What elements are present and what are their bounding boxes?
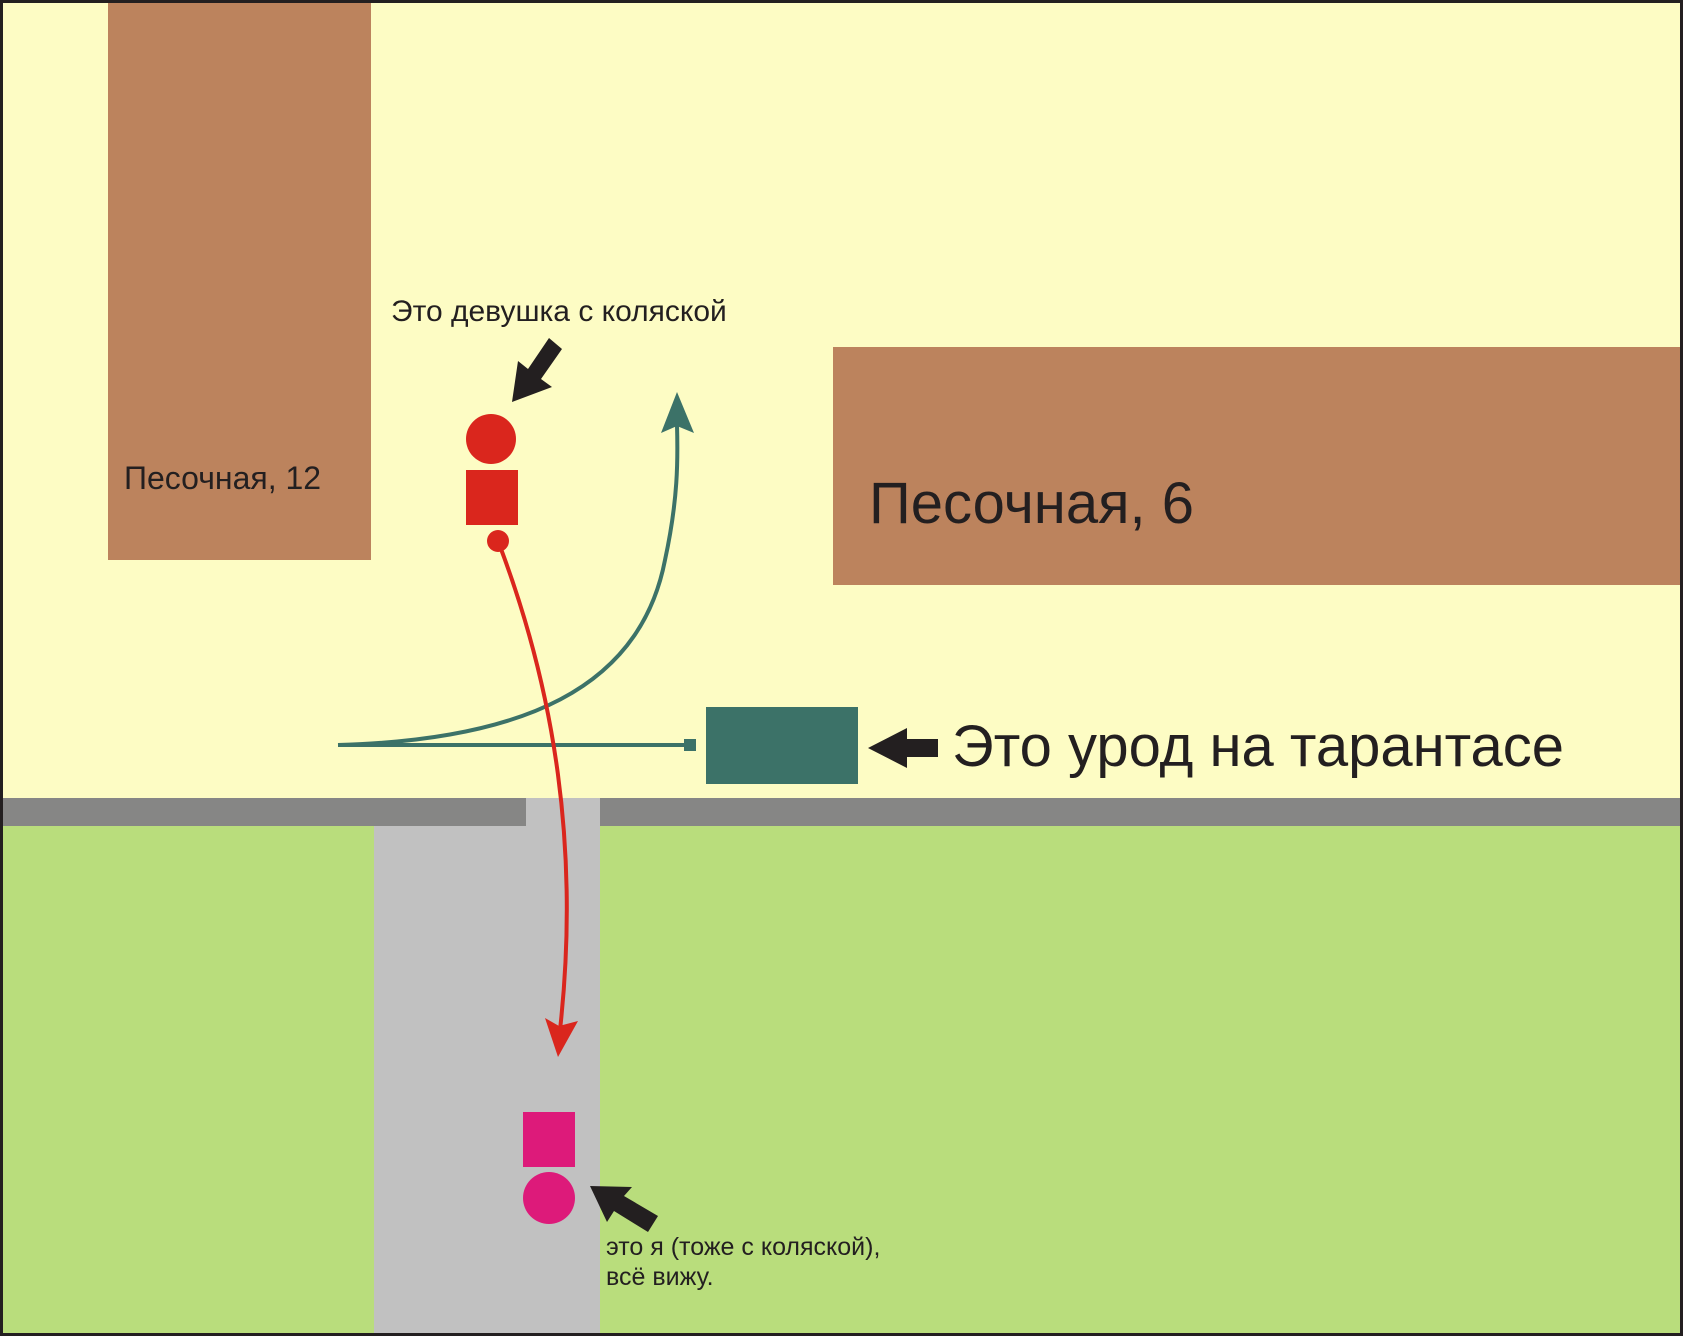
building-pesochnaya-6-label: Песочная, 6: [869, 471, 1194, 536]
girl-figure-body: [466, 470, 518, 525]
girl-figure-head: [466, 414, 516, 464]
girl-pointer-arrow-icon: [512, 338, 562, 402]
me-figure-body: [523, 1112, 575, 1167]
girl-path: [496, 540, 569, 1031]
me-figure-head: [523, 1172, 575, 1224]
car: [706, 707, 858, 784]
car-path-arrowhead: [661, 392, 694, 433]
building-pesochnaya-12: [108, 0, 371, 560]
curb: [0, 798, 526, 826]
me-pointer-arrow-icon: [590, 1186, 658, 1232]
girl-path-arrowhead: [545, 1018, 578, 1057]
building-pesochnaya-6: [833, 347, 1683, 585]
car-path-end: [684, 739, 696, 751]
curb: [600, 798, 1683, 826]
me-caption-line2: всё вижу.: [606, 1263, 714, 1291]
car-path-turn: [337, 424, 680, 747]
lawn-area: [0, 826, 1683, 1336]
me-caption-line1: это я (тоже с коляской),: [606, 1233, 880, 1261]
footpath: [374, 826, 600, 1336]
girl-caption: Это девушка с коляской: [391, 295, 727, 328]
building-pesochnaya-12-label: Песочная, 12: [124, 460, 321, 496]
car-pointer-arrow-icon: [868, 728, 938, 768]
car-caption: Это урод на тарантасе: [952, 714, 1564, 779]
